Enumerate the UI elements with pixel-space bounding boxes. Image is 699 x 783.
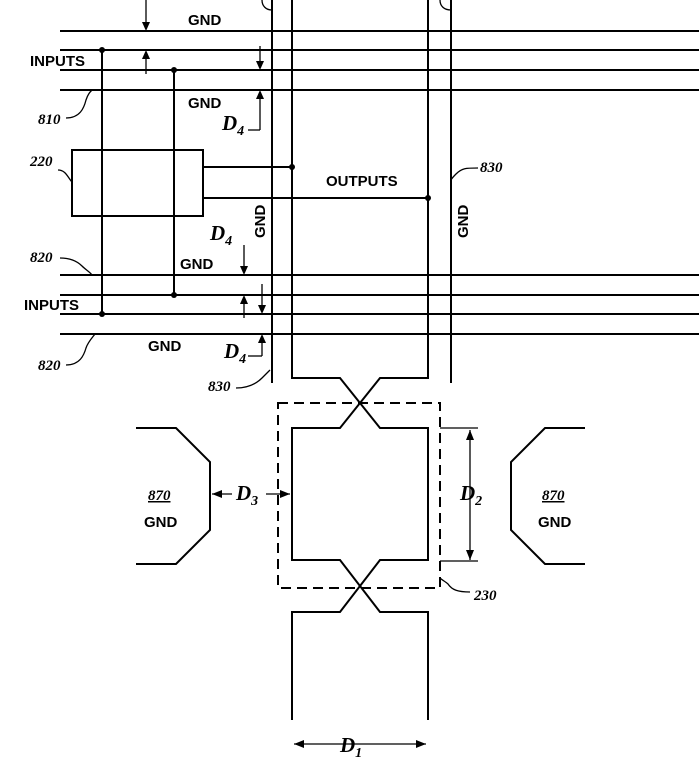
- dim-label-d3: D3: [235, 481, 258, 509]
- leader-lines: [57, 0, 479, 593]
- ref-870-right: 870: [542, 488, 565, 504]
- label-gnd-vertical-left: GND: [252, 205, 269, 239]
- label-gnd-bottom-1: GND: [180, 256, 214, 273]
- ref-830-bottom: 830: [208, 379, 231, 395]
- dim-label-d4-bottom: D4: [223, 339, 246, 367]
- ref-220: 220: [29, 154, 53, 170]
- circuit-block-220: [71, 149, 204, 217]
- dim-label-d4-middle: D4: [209, 221, 232, 249]
- label-outputs: OUTPUTS: [326, 173, 398, 190]
- ref-820-top: 820: [30, 250, 53, 266]
- conductor-right: [291, 0, 429, 720]
- input-verticals: [99, 47, 177, 317]
- dimension-d4-arrows: [142, 0, 266, 357]
- dim-label-d4-top: D4: [221, 111, 244, 139]
- region-230-outline: [277, 402, 441, 589]
- top-bus-lines: [60, 30, 699, 91]
- ref-810: 810: [38, 112, 61, 128]
- gnd-pad-left: [136, 427, 211, 565]
- bottom-bus-lines: [60, 274, 699, 335]
- dimension-d2: [440, 427, 478, 562]
- label-gnd-pad-right: GND: [538, 514, 572, 531]
- label-gnd-bottom-2: GND: [148, 338, 182, 355]
- ref-830-right: 830: [480, 160, 503, 176]
- dim-label-d2: D2: [459, 481, 482, 509]
- junction-dot: [171, 292, 177, 298]
- label-gnd-vertical-right: GND: [455, 205, 472, 239]
- transmission-line: [291, 0, 429, 720]
- junction-dot: [99, 47, 105, 53]
- ref-870-left: 870: [148, 488, 171, 504]
- gnd-pad-right: [510, 427, 585, 565]
- label-gnd-top-1: GND: [188, 12, 222, 29]
- gnd-verticals-830: [271, 0, 452, 383]
- junction-dot: [171, 67, 177, 73]
- label-inputs-bottom: INPUTS: [24, 297, 79, 314]
- dim-label-d1: D1: [339, 733, 362, 761]
- label-inputs-top: INPUTS: [30, 53, 85, 70]
- dimension-d1: [294, 740, 426, 748]
- ref-230: 230: [473, 588, 497, 604]
- junction-dot: [99, 311, 105, 317]
- dimension-d3: [212, 490, 290, 498]
- ref-820-bottom: 820: [38, 358, 61, 374]
- label-gnd-pad-left: GND: [144, 514, 178, 531]
- label-gnd-top-2: GND: [188, 95, 222, 112]
- conductor-left: [291, 0, 429, 720]
